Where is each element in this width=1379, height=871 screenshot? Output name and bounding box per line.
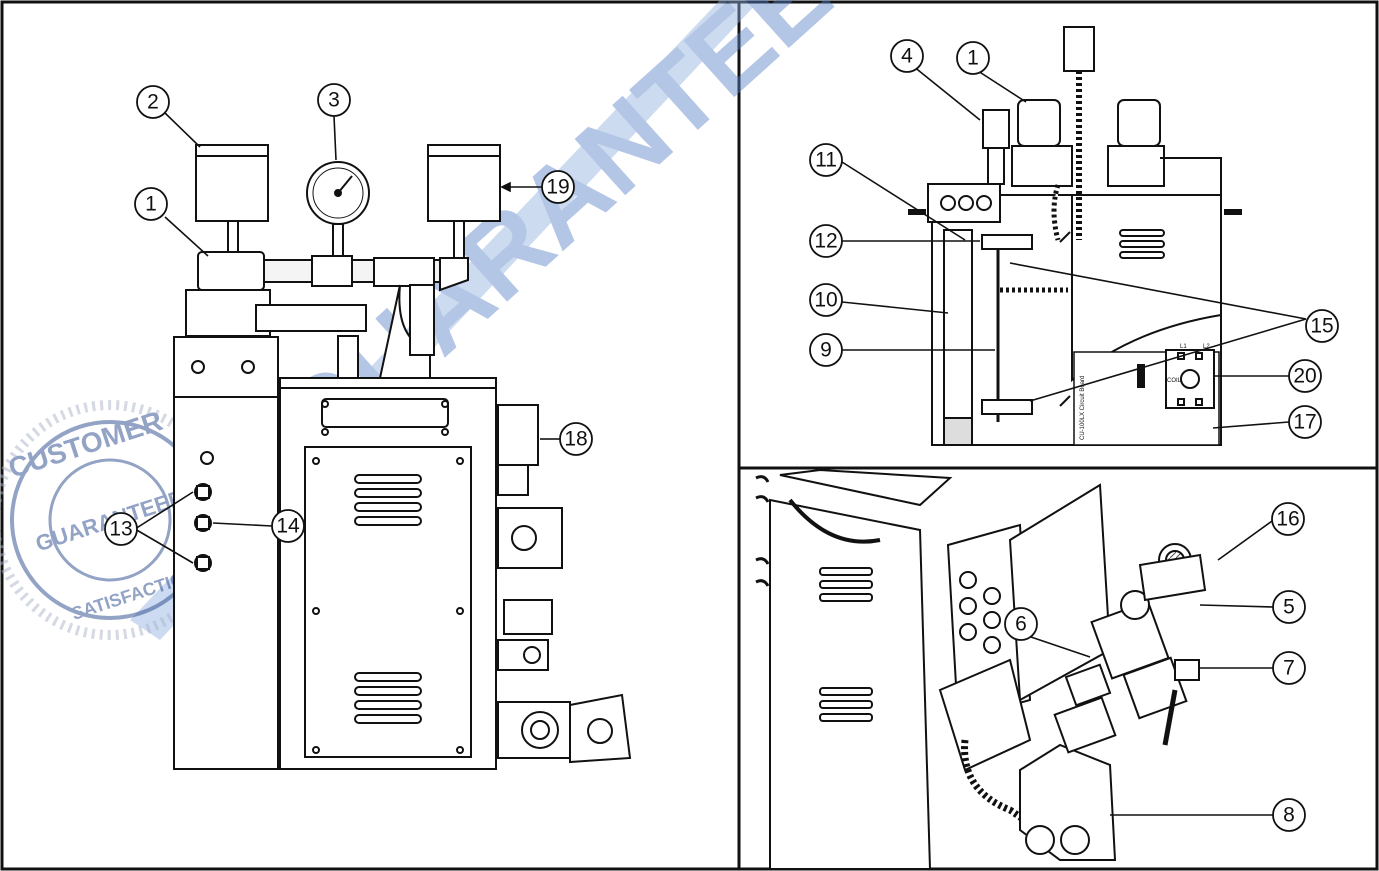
callout-7: 7 (1272, 651, 1306, 685)
vent-slots-upper (354, 474, 422, 526)
solenoid-valve-1 (197, 251, 265, 291)
svg-text:2: 2 (147, 91, 159, 114)
contactor-terminal-l1: L1 (1180, 344, 1187, 350)
top-view-drawing (908, 26, 1242, 446)
callout-17: 17 (1288, 405, 1322, 439)
svg-text:6: 6 (1015, 613, 1027, 636)
callout-8: 8 (1272, 798, 1306, 832)
svg-text:11: 11 (815, 149, 837, 172)
cabinet-handle (321, 398, 449, 428)
callout-14: 14 (271, 509, 305, 543)
callout-11: 11 (809, 143, 843, 177)
callout-16: 16 (1271, 502, 1305, 536)
water-column (943, 229, 973, 446)
main-cabinet-top (279, 377, 497, 389)
solenoid-valve-top-1 (1017, 99, 1061, 147)
svg-text:10: 10 (814, 289, 837, 312)
callout-6: 6 (1004, 607, 1038, 641)
svg-text:5: 5 (1283, 596, 1295, 619)
svg-text:3: 3 (328, 89, 340, 112)
solenoid-body (503, 599, 553, 635)
svg-text:8: 8 (1283, 804, 1295, 827)
cable-gland-icon (959, 571, 1001, 654)
svg-text:17: 17 (1293, 411, 1316, 434)
pressure-gauge-icon (306, 161, 370, 259)
svg-text:4: 4 (901, 45, 913, 68)
svg-text:13: 13 (109, 518, 132, 541)
svg-text:18: 18 (564, 428, 587, 451)
stamp-top-text: CUSTOMER (5, 405, 166, 484)
svg-text:12: 12 (814, 230, 837, 253)
svg-text:16: 16 (1276, 508, 1299, 531)
callout-5: 5 (1272, 590, 1306, 624)
control-tower (173, 396, 279, 770)
callout-19: 19 (541, 170, 575, 204)
callout-3: 3 (317, 83, 351, 117)
circuit-board-label: CU-100LX Circuit Board (1080, 376, 1086, 440)
callouts-top: 4 1 11 12 10 15 9 20 17 (809, 39, 1339, 439)
callout-12: 12 (809, 224, 843, 258)
svg-text:1: 1 (145, 193, 157, 216)
control-box (173, 336, 279, 398)
callout-10: 10 (809, 283, 843, 317)
panel-side-frame (737, 466, 1379, 871)
contactor-terminal-coil: COIL (1167, 378, 1182, 384)
contactor-terminal-l2: L2 (1203, 344, 1210, 350)
callout-18: 18 (559, 422, 593, 456)
cabinet-side (769, 498, 932, 870)
front-view-drawing (173, 144, 632, 770)
callout-15: 15 (1305, 309, 1339, 343)
callout-9: 9 (809, 333, 843, 367)
leader-lines (134, 65, 1307, 816)
callout-20: 20 (1288, 359, 1322, 393)
svg-text:15: 15 (1310, 315, 1333, 338)
solenoid-valve-top-2 (1117, 99, 1161, 147)
callout-2: 2 (136, 85, 170, 119)
pressure-control-19 (427, 144, 501, 222)
vent-slots-top (1119, 229, 1165, 259)
callout-1-top: 1 (956, 41, 990, 75)
water-level-probe (982, 109, 1010, 149)
manual-switch-icon (194, 483, 212, 572)
flex-conduit (961, 739, 1053, 848)
vent-slots-side (819, 567, 873, 722)
svg-text:19: 19 (546, 176, 569, 199)
svg-text:1: 1 (967, 47, 979, 70)
svg-text:20: 20 (1293, 365, 1316, 388)
callouts-side: 16 5 6 7 8 (1004, 502, 1306, 832)
callout-4: 4 (890, 39, 924, 73)
vent-slots-lower (354, 672, 422, 724)
board-text-top: CU-100LX Circuit Board L1 L2 COIL (1080, 344, 1210, 440)
side-view-drawing (755, 468, 1207, 870)
svg-text:7: 7 (1283, 657, 1295, 680)
svg-text:9: 9 (820, 339, 832, 362)
pressure-control-2 (195, 144, 269, 222)
ball-valve-handle (1162, 689, 1178, 746)
callout-13: 13 (104, 512, 138, 546)
callouts-front: 2 3 1 19 18 13 14 (104, 83, 593, 546)
relay-box (497, 404, 539, 466)
svg-text:14: 14 (276, 515, 300, 538)
top-pressure-box (1063, 26, 1095, 72)
callout-1: 1 (134, 187, 168, 221)
